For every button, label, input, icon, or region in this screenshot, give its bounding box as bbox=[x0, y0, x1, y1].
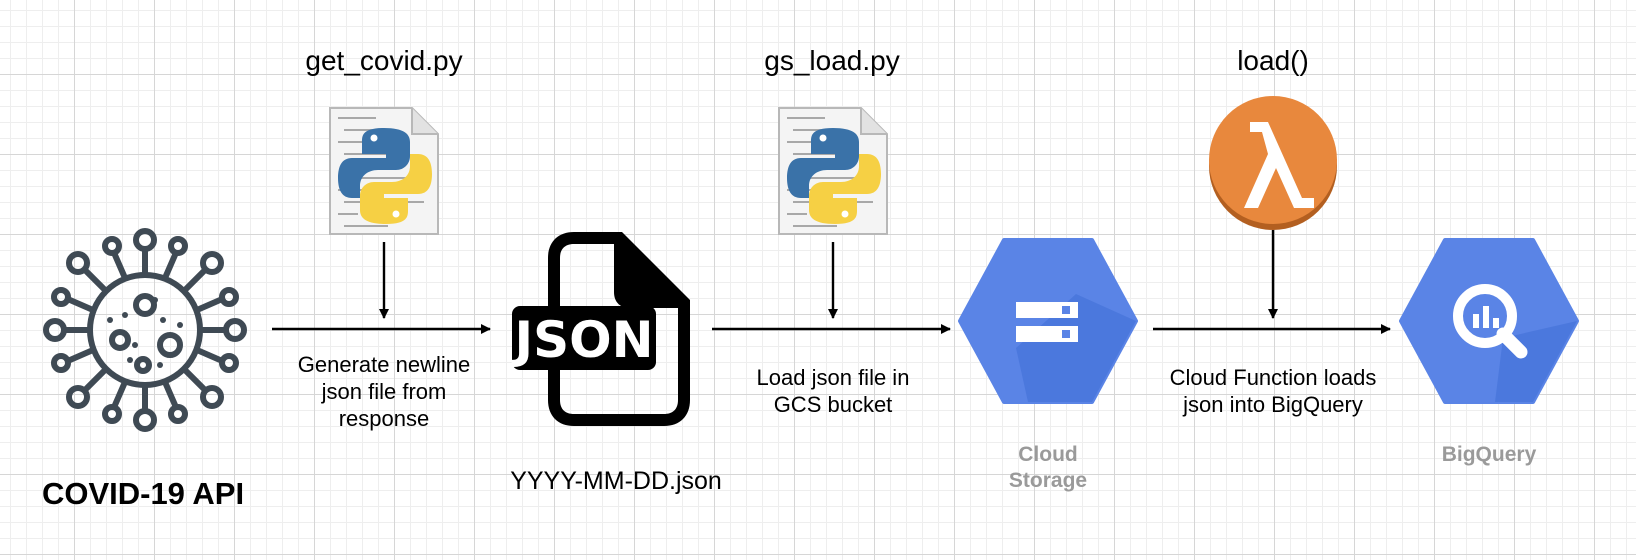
step-desc-load: Cloud Function loads json into BigQuery bbox=[1143, 364, 1403, 418]
cloud-storage-label: Cloud Storage bbox=[968, 442, 1128, 494]
script-label-gs-load: gs_load.py bbox=[764, 45, 900, 76]
api-label: COVID-19 API bbox=[41, 476, 245, 511]
json-badge-text: JSON bbox=[512, 311, 654, 369]
step-desc-get-covid: Generate newline json file from response bbox=[264, 351, 504, 432]
virus-icon bbox=[43, 228, 247, 432]
label-line: Cloud bbox=[1018, 443, 1078, 466]
script-label-load: load() bbox=[1237, 45, 1309, 76]
label-line: Storage bbox=[1008, 469, 1088, 492]
python-file-icon bbox=[778, 107, 888, 235]
desc-line: json into BigQuery bbox=[1183, 392, 1363, 417]
json-file-icon: JSON bbox=[512, 232, 690, 426]
desc-line: json file from bbox=[321, 379, 447, 404]
cloud-storage-icon bbox=[958, 238, 1138, 404]
python-file-icon bbox=[329, 107, 439, 235]
bigquery-icon bbox=[1399, 238, 1579, 404]
step-desc-gs-load: Load json file in GCS bucket bbox=[713, 364, 953, 418]
desc-line: Load json file in bbox=[756, 365, 910, 390]
desc-line: GCS bucket bbox=[773, 392, 893, 417]
json-file-label: YYYY-MM-DD.json bbox=[510, 467, 722, 495]
script-label-get-covid: get_covid.py bbox=[305, 45, 463, 76]
desc-line: Cloud Function loads bbox=[1169, 365, 1377, 390]
desc-line: response bbox=[338, 406, 430, 431]
desc-line: Generate newline bbox=[297, 352, 471, 377]
lambda-icon bbox=[1209, 96, 1337, 230]
bigquery-label: BigQuery bbox=[1441, 443, 1537, 466]
